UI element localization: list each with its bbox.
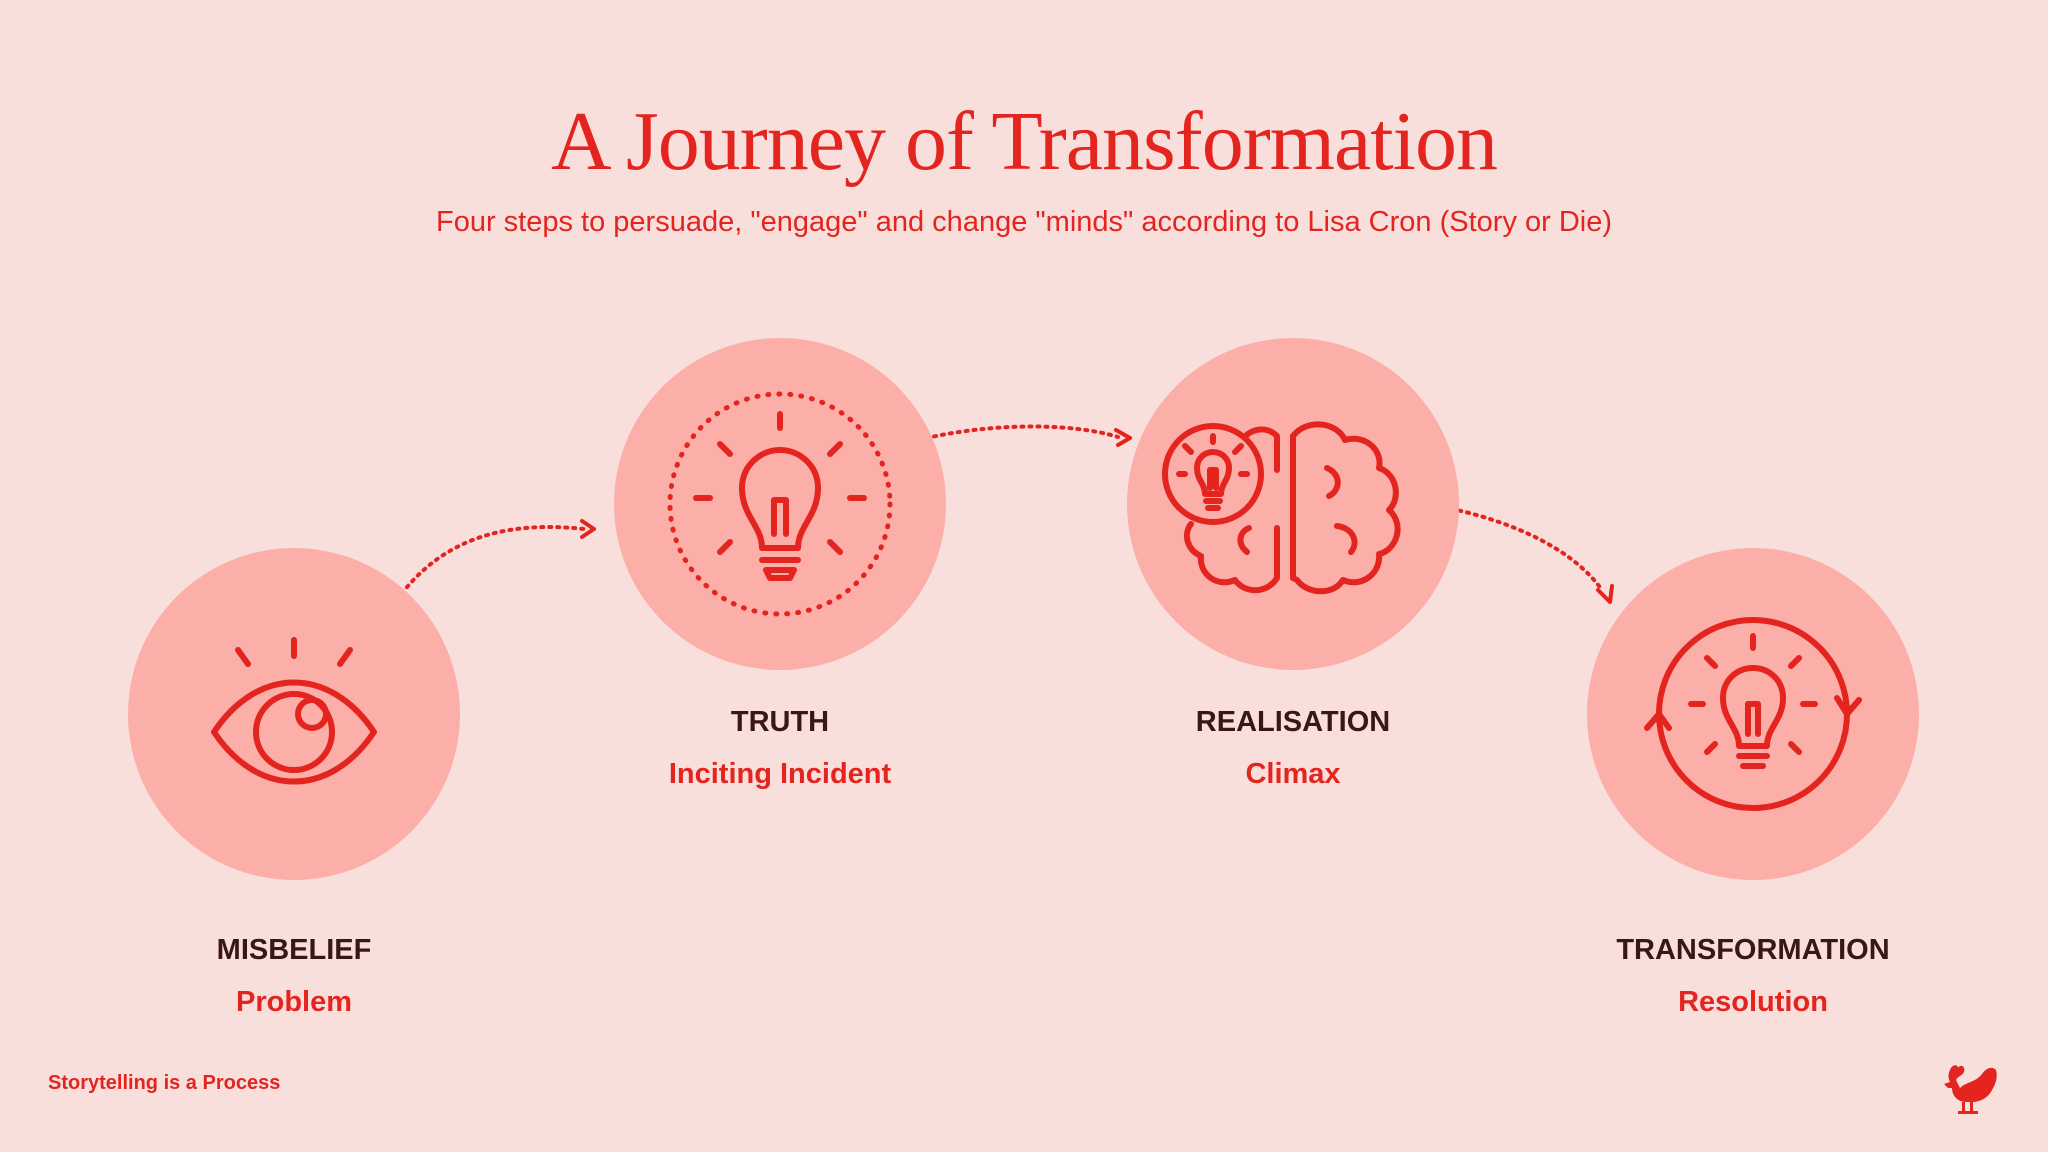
step-label-transformation: TRANSFORMATION Resolution: [1503, 930, 2003, 1022]
arrowhead-1: [580, 519, 596, 539]
step-beat: Climax: [1245, 758, 1341, 790]
page-title: A Journey of Transformation: [551, 95, 1498, 188]
step-beat: Inciting Incident: [668, 758, 892, 790]
step-stage: TRANSFORMATION: [1616, 934, 1890, 966]
step-stage: MISBELIEF: [216, 934, 372, 966]
step-circle-realisation: [1127, 338, 1459, 670]
step-beat: Problem: [235, 986, 353, 1018]
step-circle-truth: [614, 338, 946, 670]
eye-icon: [211, 637, 377, 785]
footer-text: Storytelling is a Process: [48, 1072, 281, 1094]
brain-lightbulb-icon: [1162, 421, 1401, 595]
arrowhead-3: [1596, 584, 1614, 604]
connector-2: [901, 424, 1120, 446]
step-stage: REALISATION: [1195, 706, 1391, 738]
lightbulb-cycle-icon: [1644, 617, 1862, 811]
rooster-icon: [1944, 1065, 1997, 1114]
step-beat: Resolution: [1678, 986, 1828, 1018]
step-label-realisation: REALISATION Climax: [1043, 702, 1543, 794]
step-circle-transformation: [1587, 548, 1919, 880]
page-subtitle: Four steps to persuade, "engage" and cha…: [435, 206, 1613, 238]
step-label-truth: TRUTH Inciting Incident: [530, 702, 1030, 794]
step-stage: TRUTH: [730, 706, 830, 738]
lightbulb-icon: [667, 391, 893, 617]
step-label-misbelief: MISBELIEF Problem: [44, 930, 544, 1022]
connector-3: [1418, 501, 1604, 592]
step-circle-misbelief: [128, 548, 460, 880]
arrowhead-2: [1114, 428, 1132, 447]
